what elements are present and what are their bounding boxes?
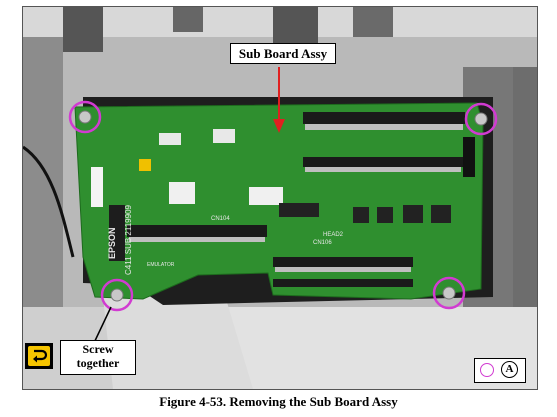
- legend-letter: A: [501, 361, 518, 378]
- svg-text:CN104: CN104: [211, 216, 230, 222]
- sub-board-callout: Sub Board Assy: [230, 43, 336, 64]
- svg-text:HEAD2: HEAD2: [323, 232, 344, 238]
- screw-marker-icon: [68, 100, 498, 312]
- figure-caption: Figure 4-53. Removing the Sub Board Assy: [159, 394, 398, 409]
- sub-board-label: Sub Board Assy: [238, 46, 328, 61]
- svg-text:EMULATOR: EMULATOR: [147, 262, 175, 268]
- legend-box: A: [474, 358, 526, 383]
- board-photo: EPSON C411 SUB 2119909 CN104 CN106 HEAD2…: [22, 6, 538, 390]
- screw-label: Screw: [82, 342, 114, 356]
- svg-text:EPSON: EPSON: [107, 227, 117, 259]
- screw-marker-legend-icon: [480, 363, 494, 377]
- svg-text:CN106: CN106: [313, 240, 332, 246]
- reassembly-warning-icon: [25, 343, 53, 369]
- svg-text:C411 SUB 2119909: C411 SUB 2119909: [124, 204, 133, 275]
- screw-together-callout: Screw together: [60, 340, 136, 375]
- together-label: together: [76, 356, 120, 370]
